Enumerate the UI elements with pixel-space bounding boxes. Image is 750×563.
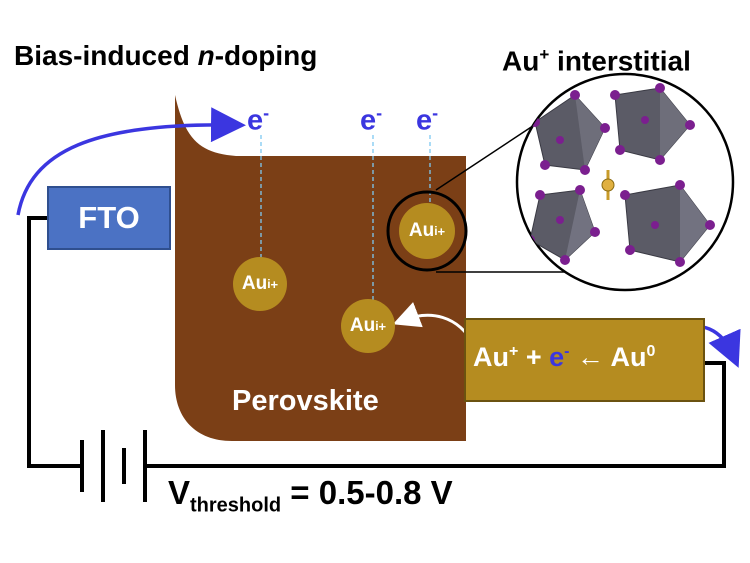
electron-label: e- (416, 103, 439, 137)
electron-label: e- (247, 103, 270, 137)
electron-field-lines (260, 135, 431, 302)
electron-injection-arrow (16, 107, 246, 216)
crystal-structure (525, 83, 715, 267)
au-oxidation-reaction: Au+ + e- ← Au0 (473, 342, 656, 372)
threshold-voltage-label: Vthreshold = 0.5-0.8 V (168, 474, 453, 517)
battery-symbol (80, 430, 147, 502)
fto-electrode: FTO (47, 186, 171, 250)
electron-label: e- (360, 103, 383, 137)
ion-highlight-circle (386, 190, 468, 272)
perovskite-label: Perovskite (232, 385, 379, 417)
au-electrode (464, 318, 705, 402)
title-bias-induced-doping: Bias-induced n-doping (14, 40, 318, 71)
fto-label: FTO (78, 200, 140, 235)
title-au-interstitial: Au+ interstitial (502, 45, 691, 77)
perovskite-block (175, 95, 466, 441)
